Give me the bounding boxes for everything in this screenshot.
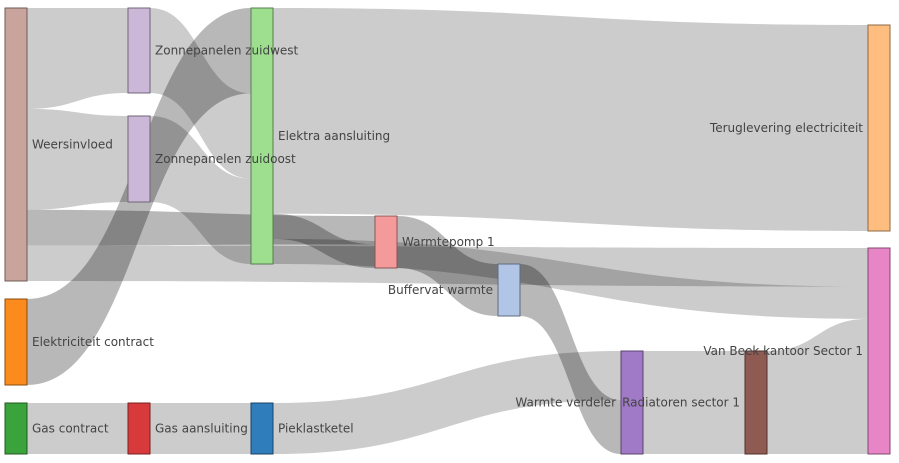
link-elaan-to-wp[interactable] [273, 213, 375, 268]
node-label-buf: Buffervat warmte [388, 283, 493, 297]
sankey-nodes [4, 7, 891, 455]
node-vb[interactable] [867, 247, 891, 455]
node-label-weer: Weersinvloed [32, 138, 113, 152]
node-wv[interactable] [620, 350, 644, 455]
node-gasaan[interactable] [127, 402, 151, 455]
node-elaan[interactable] [250, 7, 274, 265]
node-label-zw: Zonnepanelen zuidwest [155, 44, 299, 58]
node-wp[interactable] [374, 215, 398, 269]
node-zw[interactable] [127, 7, 151, 94]
link-elaan-to-terug[interactable] [273, 8, 868, 231]
link-weer-to-vb[interactable] [27, 245, 868, 287]
link-buf-to-wv[interactable] [520, 264, 621, 454]
link-rad-to-vb[interactable] [767, 318, 868, 454]
node-label-vb: Van Beek kantoor Sector 1 [703, 344, 863, 358]
link-weer-to-zw[interactable] [27, 8, 128, 109]
node-label-piek: Pieklastketel [278, 422, 354, 436]
node-label-zo: Zonnepanelen zuidoost [155, 152, 296, 166]
link-gasaan-to-piek[interactable] [150, 403, 251, 454]
sankey-links [27, 8, 868, 454]
node-elcon[interactable] [4, 298, 28, 386]
node-buf[interactable] [497, 263, 521, 317]
link-piek-to-wv[interactable] [273, 351, 621, 454]
link-wv-to-rad[interactable] [643, 351, 745, 454]
node-terug[interactable] [867, 24, 891, 232]
node-rad[interactable] [744, 350, 768, 455]
link-gascon-to-gasaan[interactable] [27, 403, 128, 454]
node-label-elcon: Elektriciteit contract [32, 335, 154, 349]
node-weer[interactable] [4, 7, 28, 282]
node-label-rad: Radiatoren sector 1 [622, 396, 740, 410]
node-label-elaan: Elektra aansluiting [278, 129, 390, 143]
node-label-terug: Teruglevering electriciteit [709, 121, 863, 135]
link-weer-to-wp[interactable] [27, 209, 375, 246]
node-label-gascon: Gas contract [32, 422, 109, 436]
link-wp-to-buf[interactable] [397, 216, 498, 316]
link-weer-to-zo[interactable] [27, 108, 128, 210]
node-piek[interactable] [250, 402, 274, 455]
node-zo[interactable] [127, 115, 151, 203]
node-label-gasaan: Gas aansluiting [155, 422, 248, 436]
link-elaan-to-vb[interactable] [273, 238, 868, 319]
link-zw-to-elaan[interactable] [150, 8, 251, 179]
node-label-wp: Warmtepomp 1 [402, 235, 495, 249]
node-gascon[interactable] [4, 402, 28, 455]
link-zo-to-elaan[interactable] [150, 116, 251, 264]
node-label-wv: Warmte verdeler [515, 396, 616, 410]
